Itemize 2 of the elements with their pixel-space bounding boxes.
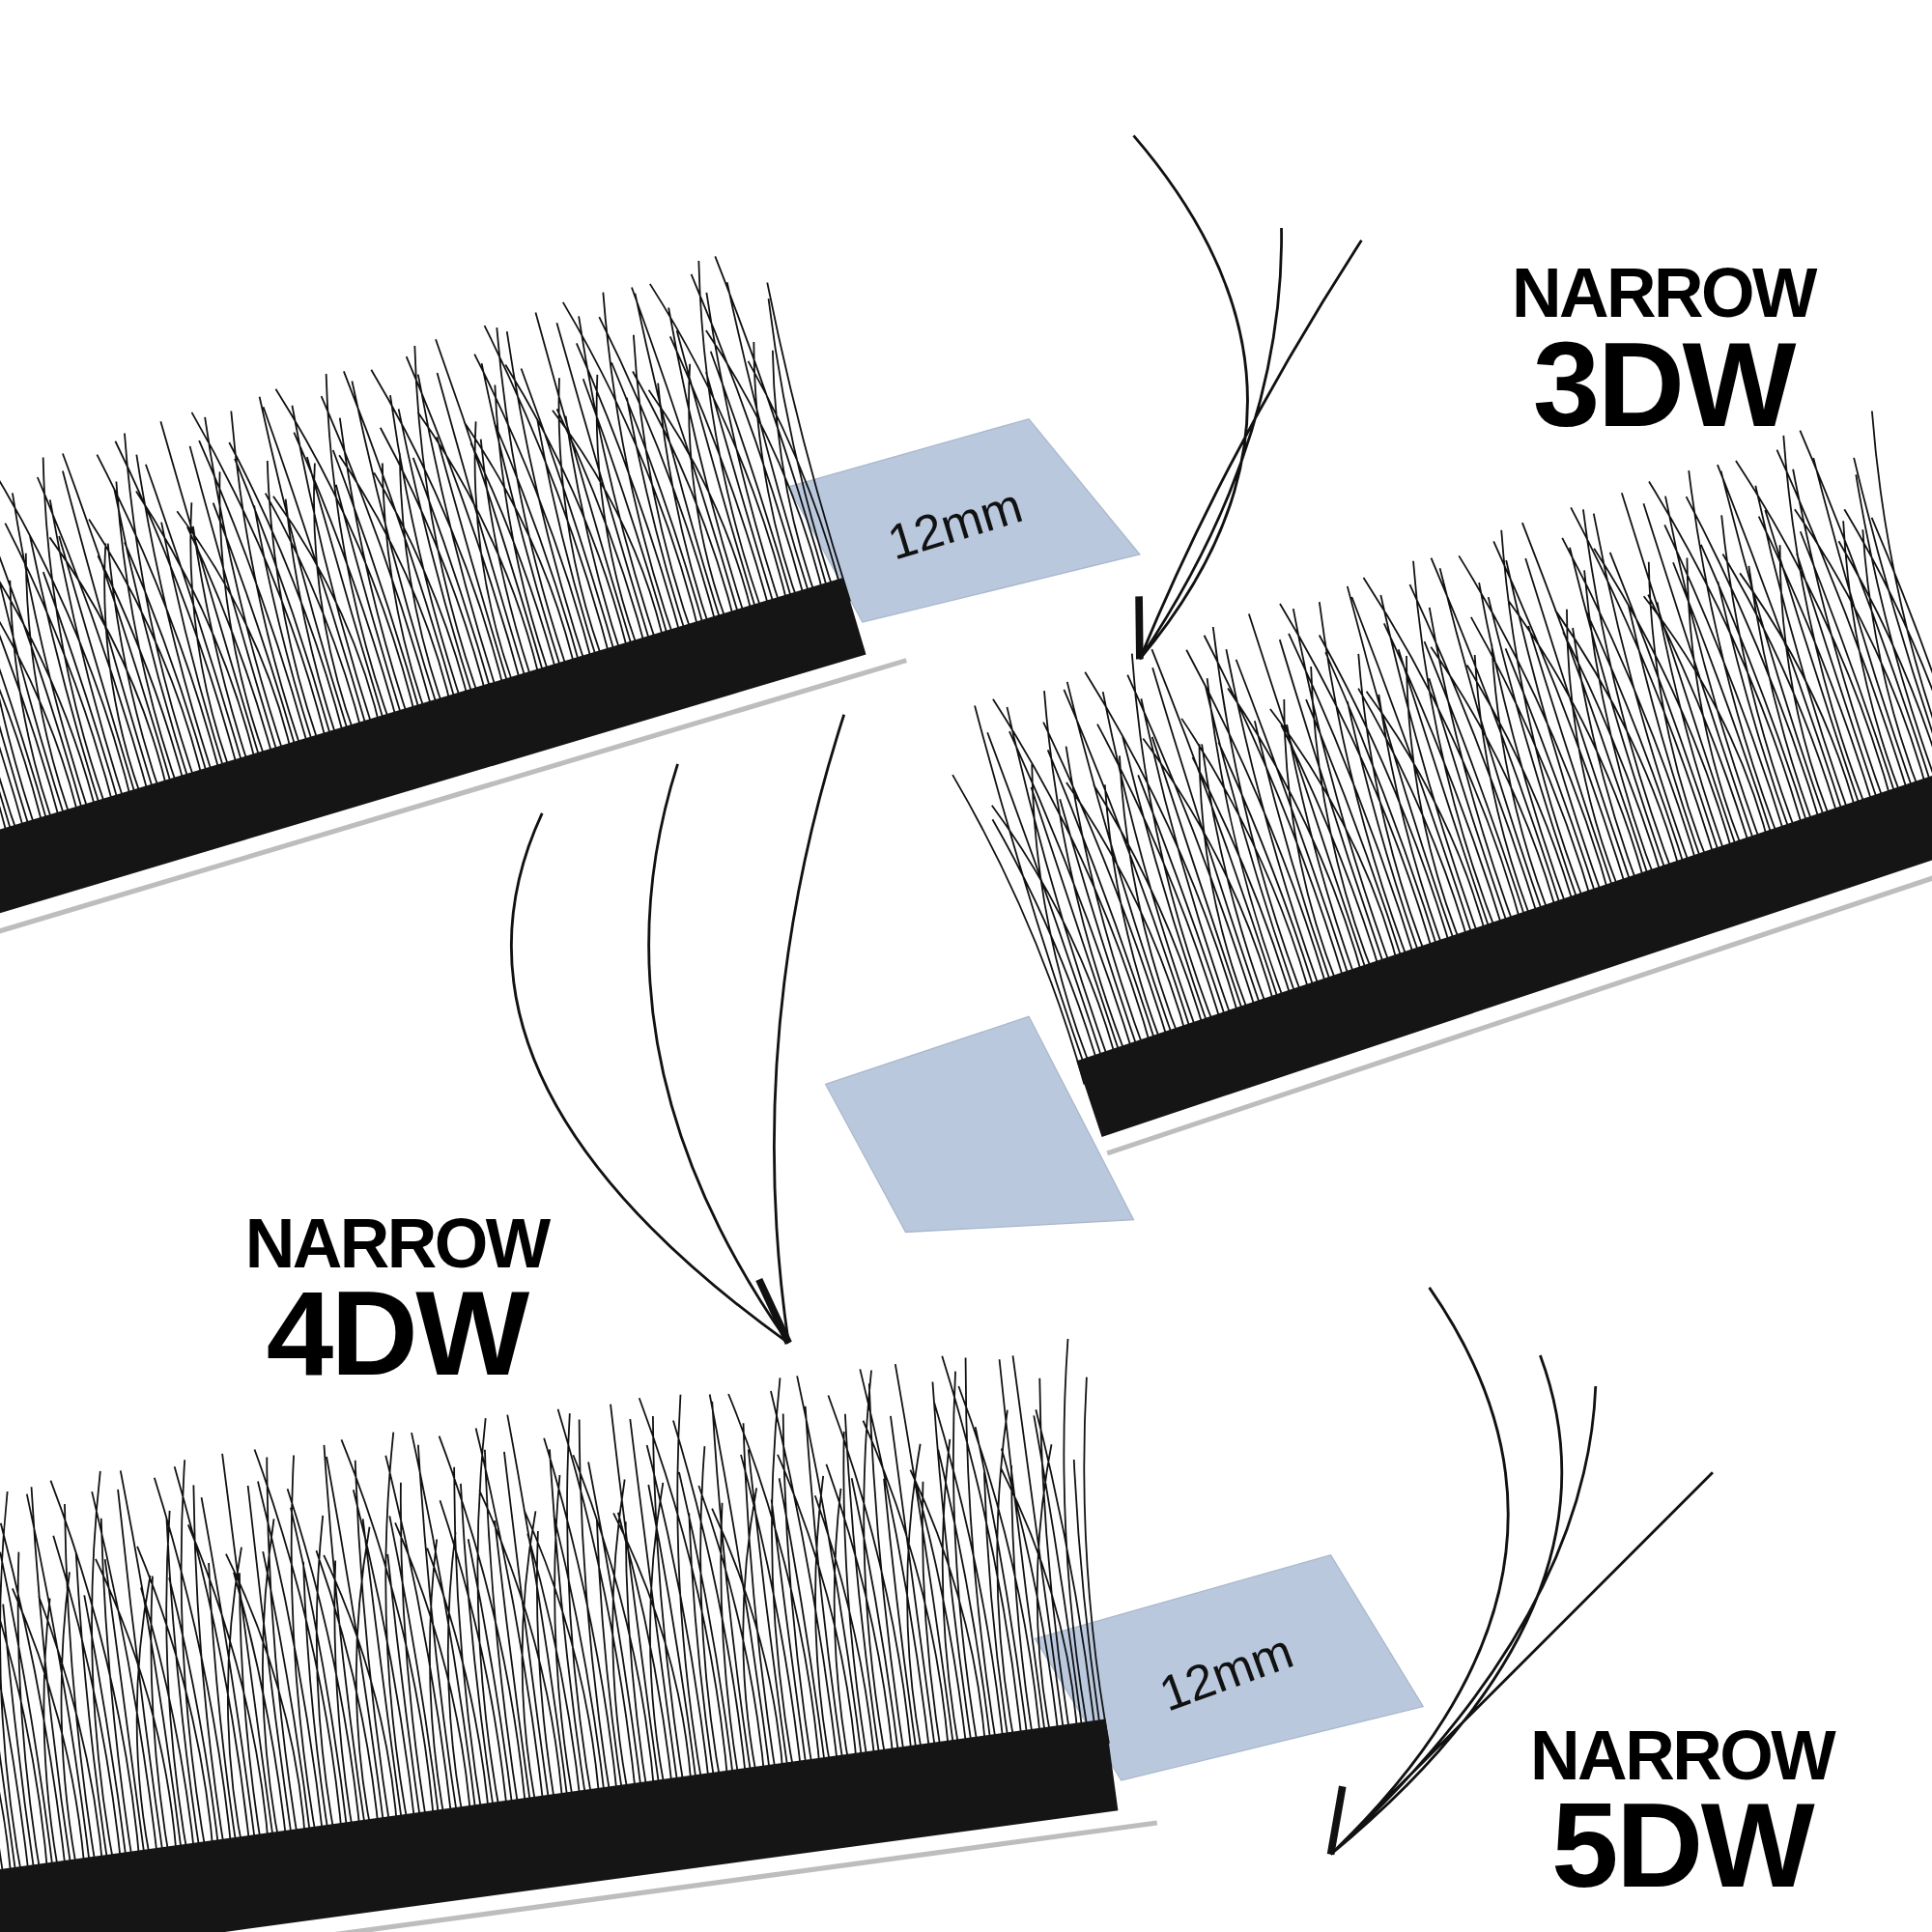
length-label: 12mm	[1152, 1625, 1299, 1719]
length-label: 12mm	[882, 479, 1028, 568]
